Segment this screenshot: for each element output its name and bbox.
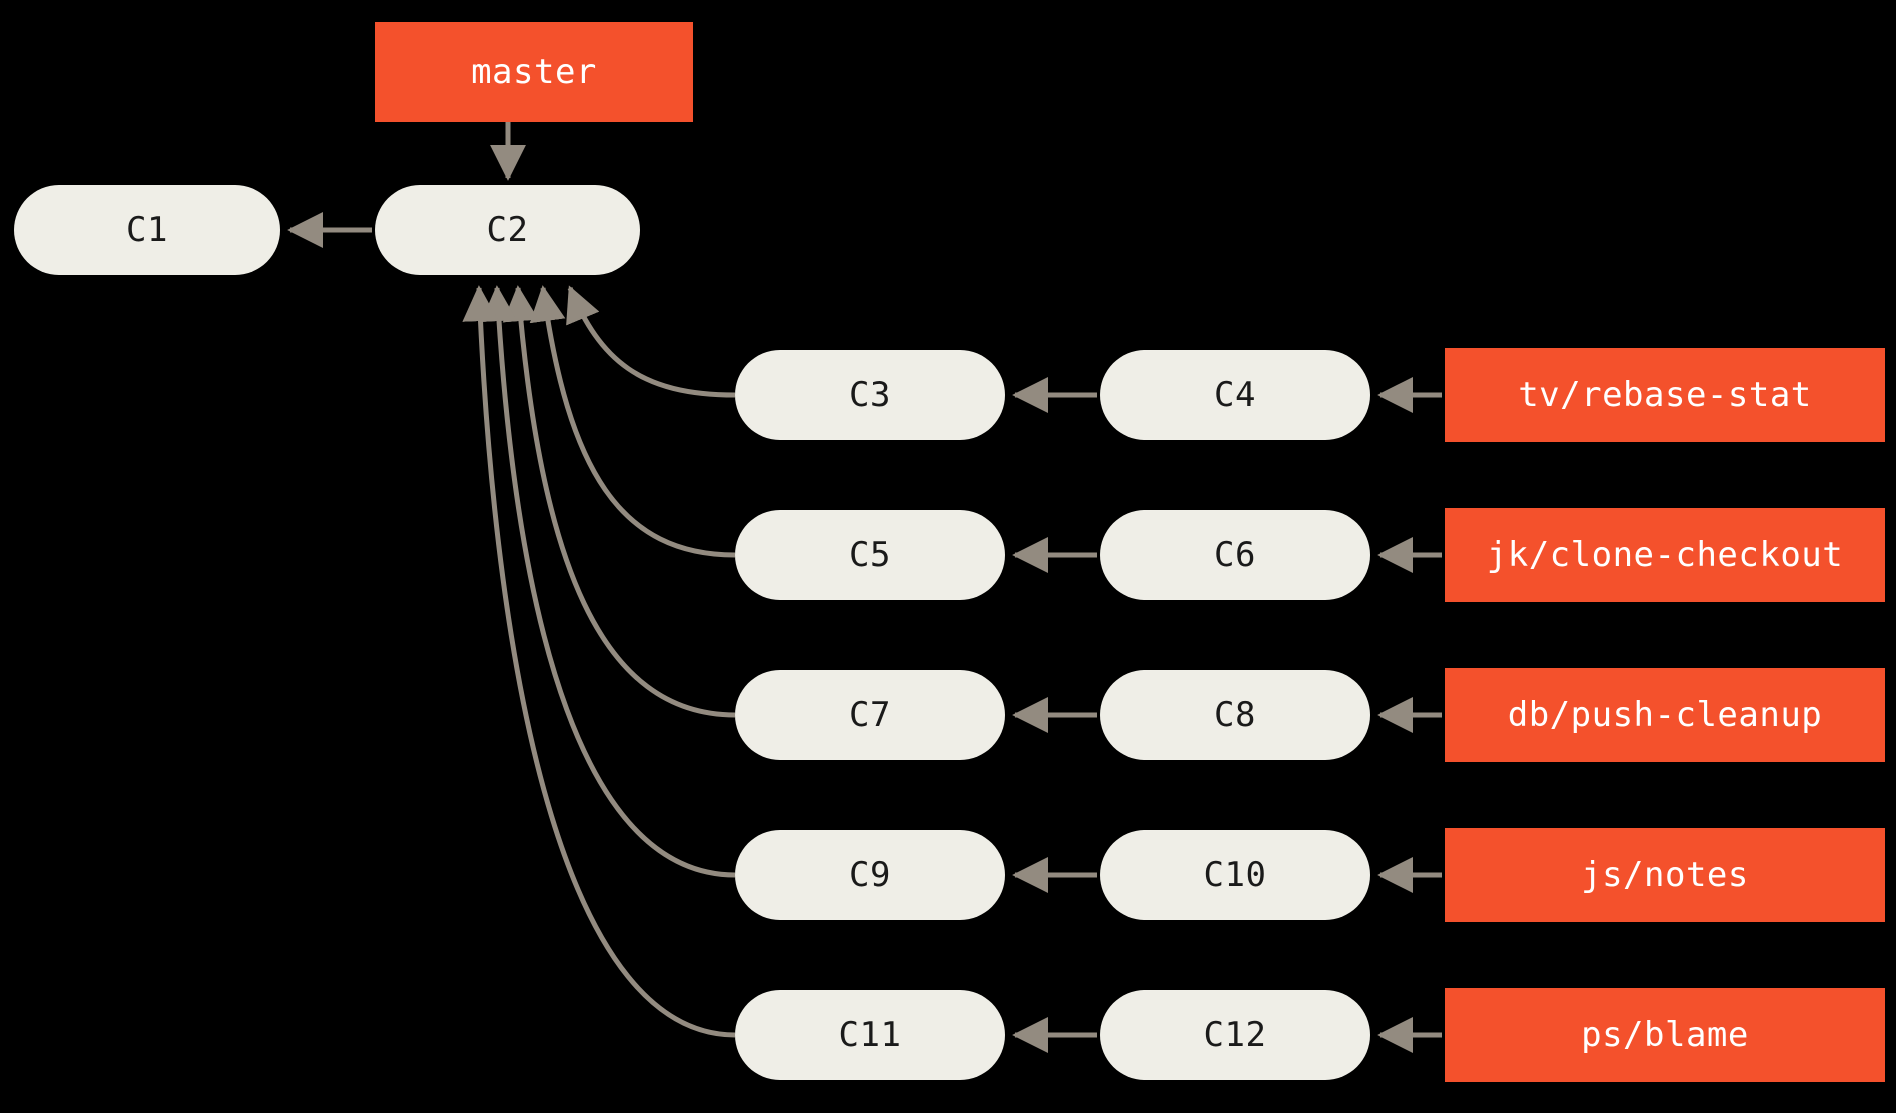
branch-label-ps-blame[interactable]: ps/blame [1445, 988, 1885, 1082]
branch-label-db-push-cleanup[interactable]: db/push-cleanup [1445, 668, 1885, 762]
commit-node-c4[interactable]: C4 [1100, 350, 1370, 440]
edge-c11-to-c2 [462, 285, 736, 1038]
branch-label-tv-rebase-stat-text: tv/rebase-stat [1518, 375, 1812, 415]
branch-label-jk-clone-checkout[interactable]: jk/clone-checkout [1445, 508, 1885, 602]
commit-node-c3-label: C3 [849, 375, 891, 415]
branch-label-tv-rebase-stat[interactable]: tv/rebase-stat [1445, 348, 1885, 442]
commit-node-c10[interactable]: C10 [1100, 830, 1370, 920]
commit-node-c7[interactable]: C7 [735, 670, 1005, 760]
commit-node-c5[interactable]: C5 [735, 510, 1005, 600]
commit-node-c1[interactable]: C1 [14, 185, 280, 275]
commit-node-c9[interactable]: C9 [735, 830, 1005, 920]
commit-node-c1-label: C1 [126, 210, 168, 250]
commit-node-c6-label: C6 [1214, 535, 1256, 575]
commit-node-c4-label: C4 [1214, 375, 1256, 415]
commit-node-c7-label: C7 [849, 695, 891, 735]
commit-node-c9-label: C9 [849, 855, 891, 895]
branch-label-ps-blame-text: ps/blame [1581, 1015, 1749, 1055]
commit-node-c6[interactable]: C6 [1100, 510, 1370, 600]
edge-c3-to-c2 [566, 285, 736, 398]
edge-c9-to-c2 [480, 285, 736, 878]
commit-node-c12[interactable]: C12 [1100, 990, 1370, 1080]
edge-c7-to-c2 [502, 285, 736, 718]
branch-label-jk-clone-checkout-text: jk/clone-checkout [1486, 535, 1844, 575]
commit-node-c11-label: C11 [838, 1015, 902, 1055]
commit-node-c12-label: C12 [1203, 1015, 1267, 1055]
branch-label-js-notes[interactable]: js/notes [1445, 828, 1885, 922]
commit-node-c11[interactable]: C11 [735, 990, 1005, 1080]
commit-node-c3[interactable]: C3 [735, 350, 1005, 440]
edge-c5-to-c2 [529, 285, 736, 558]
commit-node-c8[interactable]: C8 [1100, 670, 1370, 760]
commit-node-c2-label: C2 [486, 210, 529, 250]
branch-label-js-notes-text: js/notes [1581, 855, 1749, 895]
commit-node-c5-label: C5 [849, 535, 891, 575]
branch-label-master-text: master [471, 52, 597, 92]
branch-label-db-push-cleanup-text: db/push-cleanup [1507, 695, 1823, 735]
branch-label-master[interactable]: master [375, 22, 693, 122]
commit-node-c10-label: C10 [1203, 855, 1267, 895]
commit-node-c2[interactable]: C2 [375, 185, 640, 275]
commit-node-c8-label: C8 [1214, 695, 1256, 735]
